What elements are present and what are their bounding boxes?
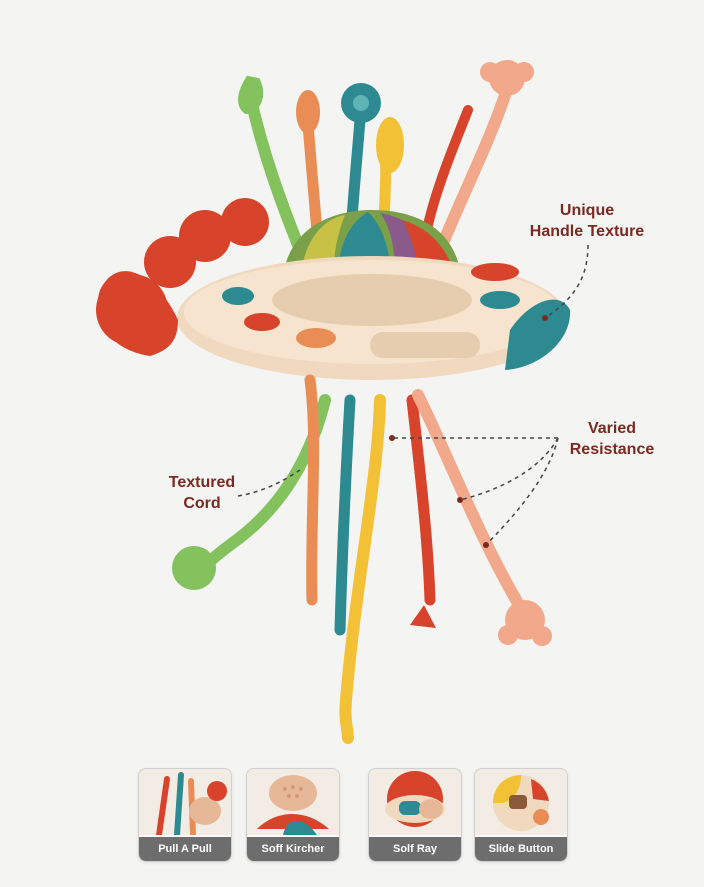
callout-resistance-line1: Varied xyxy=(587,420,637,437)
callout-cord-line2: Cord xyxy=(183,495,221,512)
callout-handle-line1: Unique xyxy=(559,202,615,219)
slide-button-icon xyxy=(475,769,567,835)
lower-pull-strings xyxy=(172,374,552,744)
callout-resistance-line2: Resistance xyxy=(569,441,655,458)
feature-label: Solf Ray xyxy=(369,837,461,861)
feature-label: Soff Kircher xyxy=(247,837,339,861)
callout-handle-line2: Handle Texture xyxy=(529,223,645,240)
textured-bump-icon xyxy=(247,769,339,835)
callout-textured-cord: Textured Cord xyxy=(152,472,252,514)
feature-label: Slide Button xyxy=(475,837,567,861)
pull-strings-icon xyxy=(139,769,231,835)
feature-soff-kircher[interactable]: Soff Kircher xyxy=(246,768,340,862)
feature-label: Pull A Pull xyxy=(139,837,231,861)
callout-leaders xyxy=(237,244,589,546)
callout-cord-line1: Textured xyxy=(168,474,236,491)
feature-solf-ray[interactable]: Solf Ray xyxy=(368,768,462,862)
callout-unique-handle-texture: Unique Handle Texture xyxy=(512,200,662,242)
ufo-saucer xyxy=(96,198,571,380)
callout-dots xyxy=(389,315,548,548)
soft-ray-icon xyxy=(369,769,461,835)
feature-slide-button[interactable]: Slide Button xyxy=(474,768,568,862)
callout-varied-resistance: Varied Resistance xyxy=(552,418,672,460)
feature-pull-a-pull[interactable]: Pull A Pull xyxy=(138,768,232,862)
feature-thumbnails: Pull A Pull Soff Kircher Solf Ray xyxy=(0,768,704,868)
